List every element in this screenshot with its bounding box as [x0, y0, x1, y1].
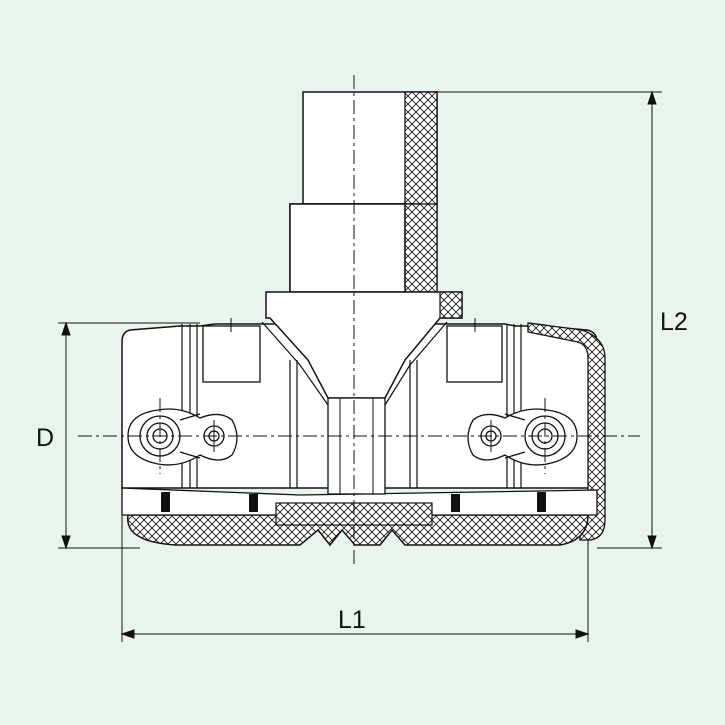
dimension-l2-label: L2	[660, 308, 688, 336]
outlet-wall-hatched-lower	[404, 203, 438, 293]
dimension-d	[58, 321, 200, 550]
cutter-shaft-lines	[339, 398, 374, 494]
terminal-right	[467, 408, 578, 466]
funnel-inner-right	[384, 321, 448, 406]
dimension-l2	[437, 90, 662, 550]
housing-wall-hatched	[527, 322, 606, 541]
terminal-socket-left	[202, 325, 261, 383]
saddle-bottom-hatched	[127, 514, 589, 547]
terminal-left	[127, 408, 238, 466]
seal-block	[451, 494, 460, 512]
center-lines	[78, 75, 640, 568]
cutter-shaft	[327, 397, 386, 495]
dimension-l1-label: L1	[338, 606, 366, 634]
funnel-inner-left	[261, 321, 329, 406]
dimension-l1	[120, 515, 590, 642]
cutter-hatched-edge	[439, 291, 463, 319]
seal-block	[249, 494, 258, 512]
seal-strip	[121, 487, 598, 516]
terminal-socket-right	[446, 325, 503, 383]
dimension-d-label: D	[36, 424, 54, 452]
seal-block	[161, 492, 170, 512]
seal-block	[537, 492, 546, 512]
outlet-pipe-middle-face	[289, 203, 406, 293]
